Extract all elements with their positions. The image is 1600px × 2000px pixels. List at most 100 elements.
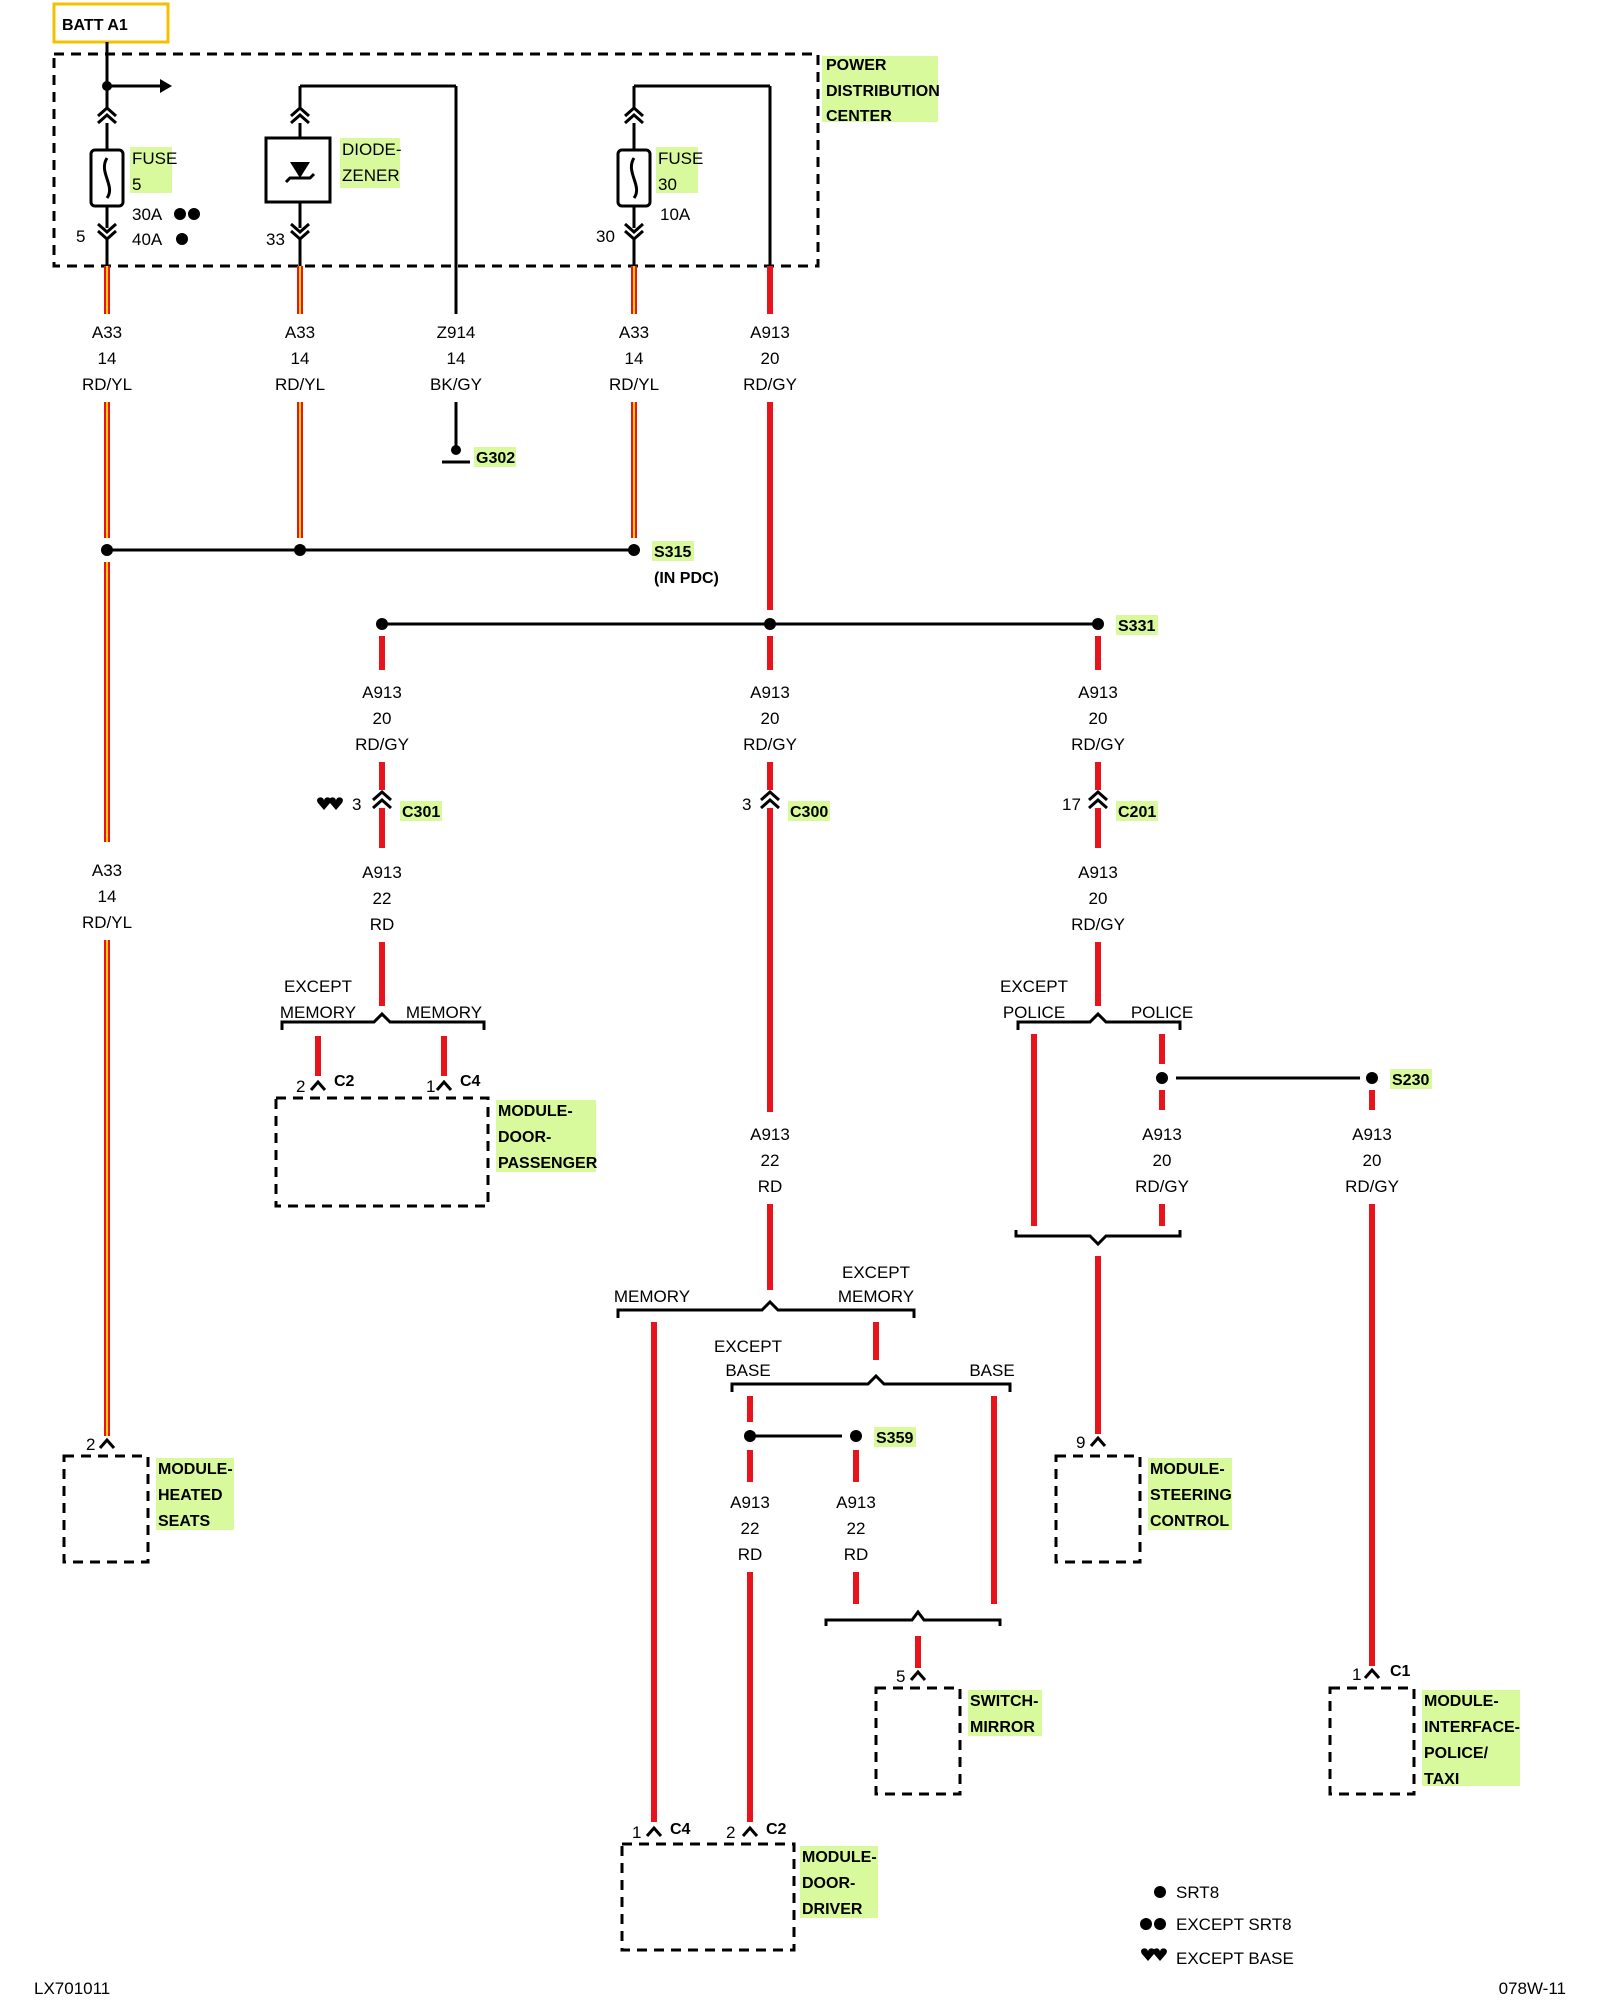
svg-text:EXCEPT: EXCEPT xyxy=(714,1337,782,1356)
svg-text:30: 30 xyxy=(596,227,615,246)
wire-label-a913-22-b2: A913 22 RD xyxy=(750,1125,790,1196)
svg-text:9: 9 xyxy=(1076,1433,1085,1452)
svg-text:30A: 30A xyxy=(132,205,163,224)
svg-text:(IN PDC): (IN PDC) xyxy=(654,570,719,587)
svg-text:A913: A913 xyxy=(730,1493,770,1512)
svg-text:22: 22 xyxy=(847,1519,866,1538)
module-interface-police-taxi xyxy=(1328,1686,1416,1796)
svg-text:MODULE-: MODULE- xyxy=(1424,1693,1499,1710)
svg-text:MODULE-: MODULE- xyxy=(1150,1461,1225,1478)
svg-text:20: 20 xyxy=(761,709,780,728)
svg-text:14: 14 xyxy=(98,887,117,906)
svg-text:SEATS: SEATS xyxy=(158,1513,210,1530)
svg-text:EXCEPT: EXCEPT xyxy=(284,977,352,996)
svg-text:MODULE-: MODULE- xyxy=(802,1849,877,1866)
wire-label-a913-b2: A913 20 RD/GY xyxy=(743,683,797,754)
module-steering-control xyxy=(1054,1454,1142,1564)
svg-text:20: 20 xyxy=(761,349,780,368)
svg-text:22: 22 xyxy=(741,1519,760,1538)
svg-text:RD/YL: RD/YL xyxy=(82,375,132,394)
svg-text:MIRROR: MIRROR xyxy=(970,1719,1035,1736)
svg-text:1: 1 xyxy=(632,1823,641,1842)
svg-text:14: 14 xyxy=(291,349,310,368)
svg-text:SRT8: SRT8 xyxy=(1176,1883,1219,1902)
single-dot-icon xyxy=(176,233,188,245)
svg-text:A33: A33 xyxy=(619,323,649,342)
svg-text:S230: S230 xyxy=(1392,1072,1429,1089)
svg-text:20: 20 xyxy=(1153,1151,1172,1170)
svg-text:POWER: POWER xyxy=(826,57,887,74)
svg-text:DRIVER: DRIVER xyxy=(802,1901,863,1918)
svg-text:5: 5 xyxy=(76,227,85,246)
svg-text:A913: A913 xyxy=(1142,1125,1182,1144)
wire-label-z914: Z914 14 BK/GY xyxy=(430,323,482,394)
svg-text:2: 2 xyxy=(296,1077,305,1096)
svg-text:POLICE: POLICE xyxy=(1131,1003,1193,1022)
wire-label-a33-3: A33 14 RD/YL xyxy=(609,323,659,394)
svg-text:A913: A913 xyxy=(750,323,790,342)
splice-s315-label: S315 (IN PDC) xyxy=(652,541,719,587)
svg-text:BASE: BASE xyxy=(725,1361,770,1380)
svg-text:CENTER: CENTER xyxy=(826,108,892,125)
svg-text:DOOR-: DOOR- xyxy=(802,1875,855,1892)
connector-c300-icon xyxy=(760,789,780,810)
splice-s331-label: S331 xyxy=(1116,615,1158,635)
svg-text:RD: RD xyxy=(370,915,395,934)
svg-text:PASSENGER: PASSENGER xyxy=(498,1155,598,1172)
splice-s230-label: S230 xyxy=(1390,1069,1432,1089)
wire-label-a913-s230: A913 20 RD/GY xyxy=(1345,1125,1399,1196)
double-heart-icon xyxy=(317,797,331,810)
svg-text:Z914: Z914 xyxy=(437,323,476,342)
svg-text:14: 14 xyxy=(98,349,117,368)
svg-text:FUSE: FUSE xyxy=(132,149,177,168)
svg-text:G302: G302 xyxy=(476,450,515,467)
batt-label-box: BATT A1 xyxy=(52,2,170,44)
svg-text:DISTRIBUTION: DISTRIBUTION xyxy=(826,83,940,100)
svg-text:MEMORY: MEMORY xyxy=(280,1003,356,1022)
svg-text:INTERFACE-: INTERFACE- xyxy=(1424,1719,1520,1736)
fuse-5: FUSE 5 30A 40A 5 xyxy=(76,105,200,266)
svg-text:EXCEPT SRT8: EXCEPT SRT8 xyxy=(1176,1915,1292,1934)
svg-text:RD/GY: RD/GY xyxy=(743,735,797,754)
svg-text:STEERING: STEERING xyxy=(1150,1487,1232,1504)
splice-s359-label: S359 xyxy=(874,1427,916,1447)
svg-text:C2: C2 xyxy=(334,1073,355,1090)
connector-chevron-icon xyxy=(97,105,117,125)
svg-text:2: 2 xyxy=(86,1435,95,1454)
svg-text:ZENER: ZENER xyxy=(342,166,400,185)
svg-text:RD/GY: RD/GY xyxy=(1135,1177,1189,1196)
svg-text:20: 20 xyxy=(373,709,392,728)
svg-text:POLICE/: POLICE/ xyxy=(1424,1745,1489,1762)
svg-text:POLICE: POLICE xyxy=(1003,1003,1065,1022)
svg-text:RD: RD xyxy=(844,1545,869,1564)
svg-text:10A: 10A xyxy=(660,205,691,224)
module-door-passenger-label: MODULE- DOOR- PASSENGER xyxy=(496,1100,598,1172)
module-interface-police-label: MODULE- INTERFACE- POLICE/ TAXI xyxy=(1422,1690,1520,1788)
svg-text:C301: C301 xyxy=(402,804,440,821)
connector-c201-icon xyxy=(1088,789,1108,810)
svg-text:FUSE: FUSE xyxy=(658,149,703,168)
svg-text:A913: A913 xyxy=(836,1493,876,1512)
svg-text:S331: S331 xyxy=(1118,618,1155,635)
wire-label-a33-4: A33 14 RD/YL xyxy=(82,861,132,932)
svg-text:A913: A913 xyxy=(750,1125,790,1144)
double-heart-icon xyxy=(1141,1948,1155,1961)
svg-text:TAXI: TAXI xyxy=(1424,1771,1459,1788)
switch-mirror xyxy=(874,1686,962,1796)
svg-text:A33: A33 xyxy=(92,861,122,880)
module-heated-seats xyxy=(62,1454,150,1564)
wire-label-a913-b3: A913 20 RD/GY xyxy=(1071,683,1125,754)
svg-text:1: 1 xyxy=(1352,1665,1361,1684)
wire-label-a913-police: A913 20 RD/GY xyxy=(1135,1125,1189,1196)
svg-text:40A: 40A xyxy=(132,230,163,249)
option-brace xyxy=(280,1011,486,1030)
svg-text:SWITCH-: SWITCH- xyxy=(970,1693,1038,1710)
svg-text:5: 5 xyxy=(132,175,141,194)
svg-text:DOOR-: DOOR- xyxy=(498,1129,551,1146)
legend: SRT8 EXCEPT SRT8 EXCEPT BASE xyxy=(1140,1883,1294,1968)
svg-text:RD: RD xyxy=(738,1545,763,1564)
svg-text:C2: C2 xyxy=(766,1821,787,1838)
svg-text:A33: A33 xyxy=(92,323,122,342)
single-dot-icon xyxy=(1154,1886,1166,1898)
